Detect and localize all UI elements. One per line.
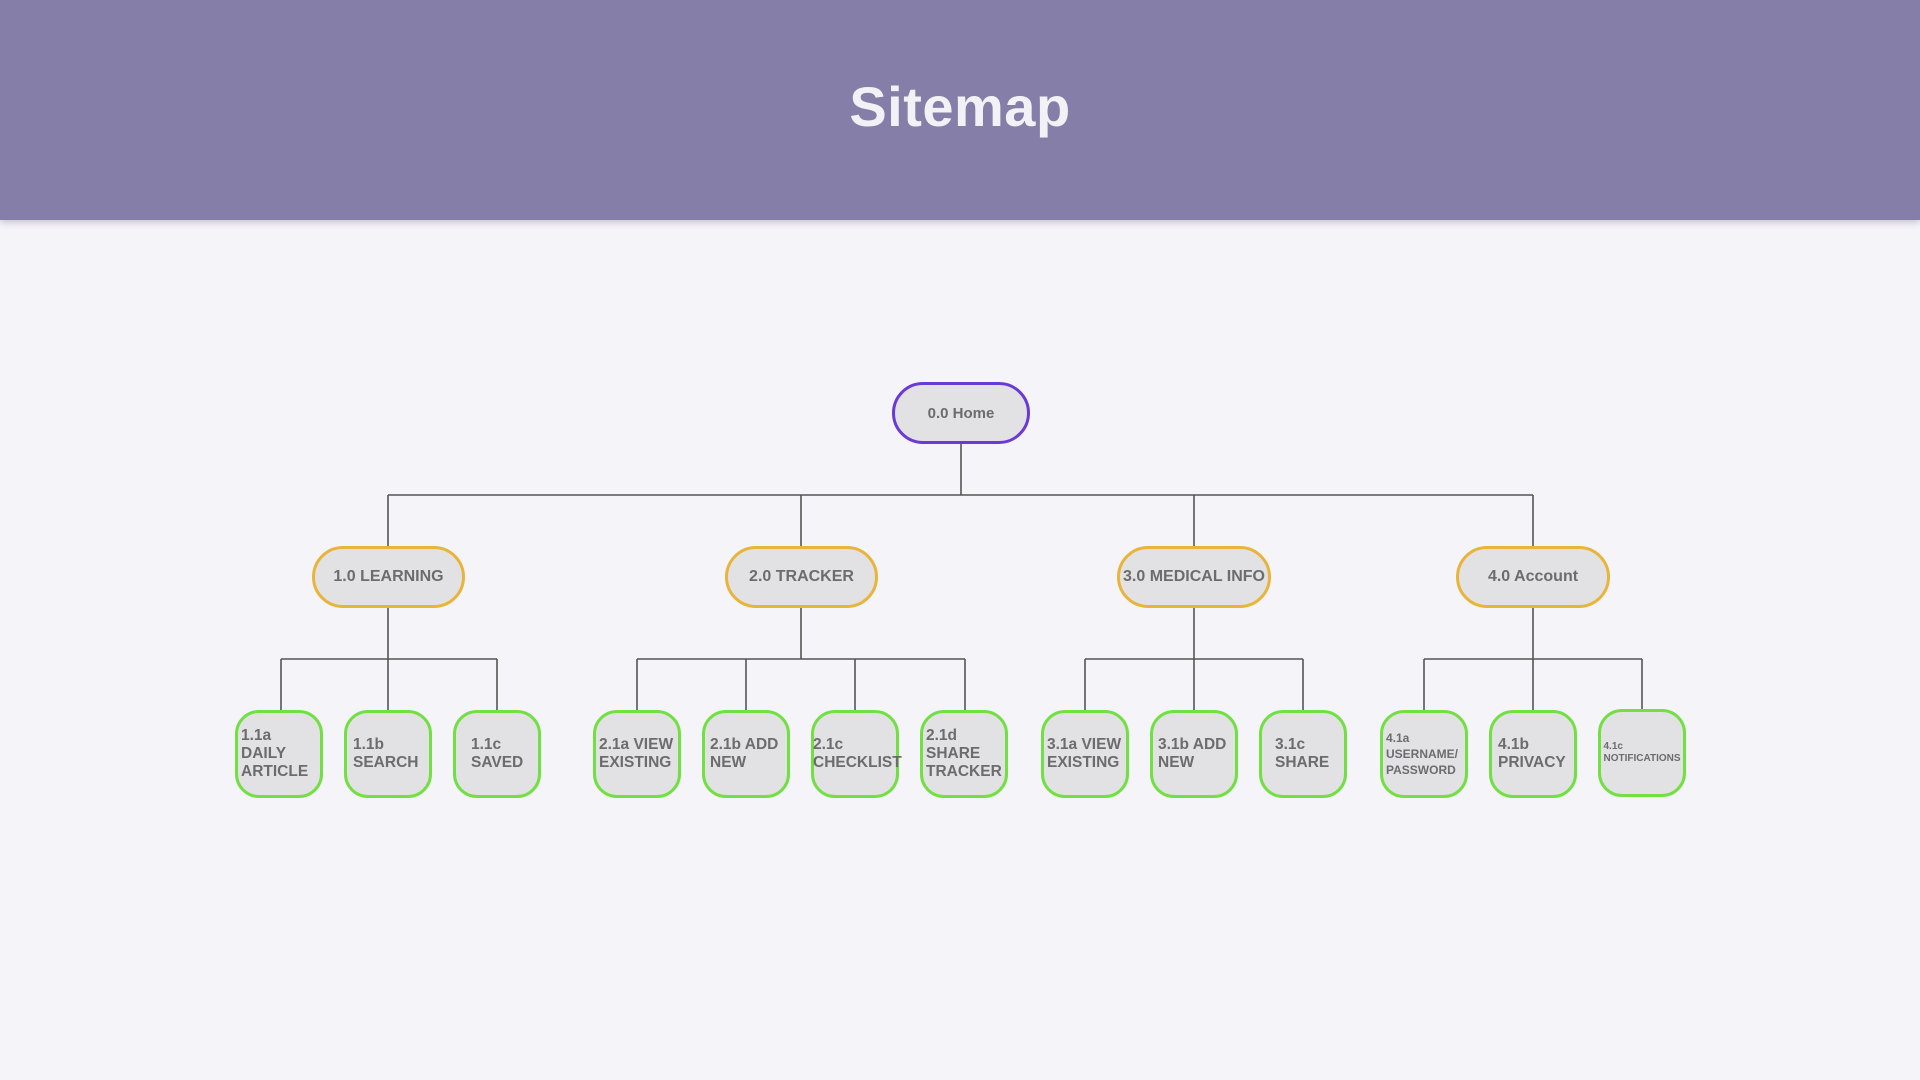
leaf-node-label: 2.1c CHECKLIST — [813, 736, 902, 771]
leaf-node-label: 2.1d SHARE TRACKER — [926, 727, 1002, 780]
leaf-node-add-new-medical: 3.1b ADD NEW — [1150, 710, 1238, 798]
section-node-label: 1.0 LEARNING — [333, 568, 444, 585]
root-node-label: 0.0 Home — [927, 404, 995, 422]
leaf-node-label: 3.1a VIEW EXISTING — [1047, 736, 1122, 771]
leaf-node-search: 1.1b SEARCH — [344, 710, 432, 798]
section-node-medical-info: 3.0 MEDICAL INFO — [1117, 546, 1271, 608]
leaf-node-saved: 1.1c SAVED — [453, 710, 541, 798]
leaf-node-notifications: 4.1c NOTIFICATIONS — [1598, 709, 1686, 797]
leaf-node-username-password: 4.1a USERNAME/ PASSWORD — [1380, 710, 1468, 798]
leaf-node-label: 3.1b ADD NEW — [1158, 736, 1227, 771]
leaf-node-view-existing-tracker: 2.1a VIEW EXISTING — [593, 710, 681, 798]
leaf-node-share-medical: 3.1c SHARE — [1259, 710, 1347, 798]
section-node-account: 4.0 Account — [1456, 546, 1610, 608]
leaf-node-share-tracker: 2.1d SHARE TRACKER — [920, 710, 1008, 798]
leaf-node-label: 4.1b PRIVACY — [1498, 736, 1566, 771]
leaf-node-label: 2.1b ADD NEW — [710, 736, 779, 771]
leaf-node-daily-article: 1.1a DAILY ARTICLE — [235, 710, 323, 798]
section-node-label: 4.0 Account — [1487, 568, 1579, 585]
section-node-label: 2.0 TRACKER — [749, 568, 854, 585]
page-title: Sitemap — [849, 75, 1071, 138]
leaf-node-label: 1.1a DAILY ARTICLE — [241, 727, 309, 780]
section-node-label: 3.0 MEDICAL INFO — [1123, 568, 1265, 585]
leaf-node-label: 4.1a USERNAME/ PASSWORD — [1386, 731, 1459, 777]
section-node-learning: 1.0 LEARNING — [312, 546, 465, 608]
header-banner: Sitemap — [0, 0, 1920, 220]
leaf-node-view-existing-medical: 3.1a VIEW EXISTING — [1041, 710, 1129, 798]
leaf-node-label: 1.1c SAVED — [471, 736, 524, 771]
leaf-node-label: 3.1c SHARE — [1275, 736, 1330, 771]
section-node-tracker: 2.0 TRACKER — [725, 546, 878, 608]
root-node-home: 0.0 Home — [892, 382, 1030, 444]
leaf-node-label: 4.1c NOTIFICATIONS — [1603, 741, 1681, 764]
leaf-node-add-new-tracker: 2.1b ADD NEW — [702, 710, 790, 798]
leaf-node-label: 2.1a VIEW EXISTING — [599, 736, 674, 771]
leaf-node-privacy: 4.1b PRIVACY — [1489, 710, 1577, 798]
leaf-node-checklist: 2.1c CHECKLIST — [811, 710, 902, 798]
leaf-node-label: 1.1b SEARCH — [353, 736, 419, 771]
